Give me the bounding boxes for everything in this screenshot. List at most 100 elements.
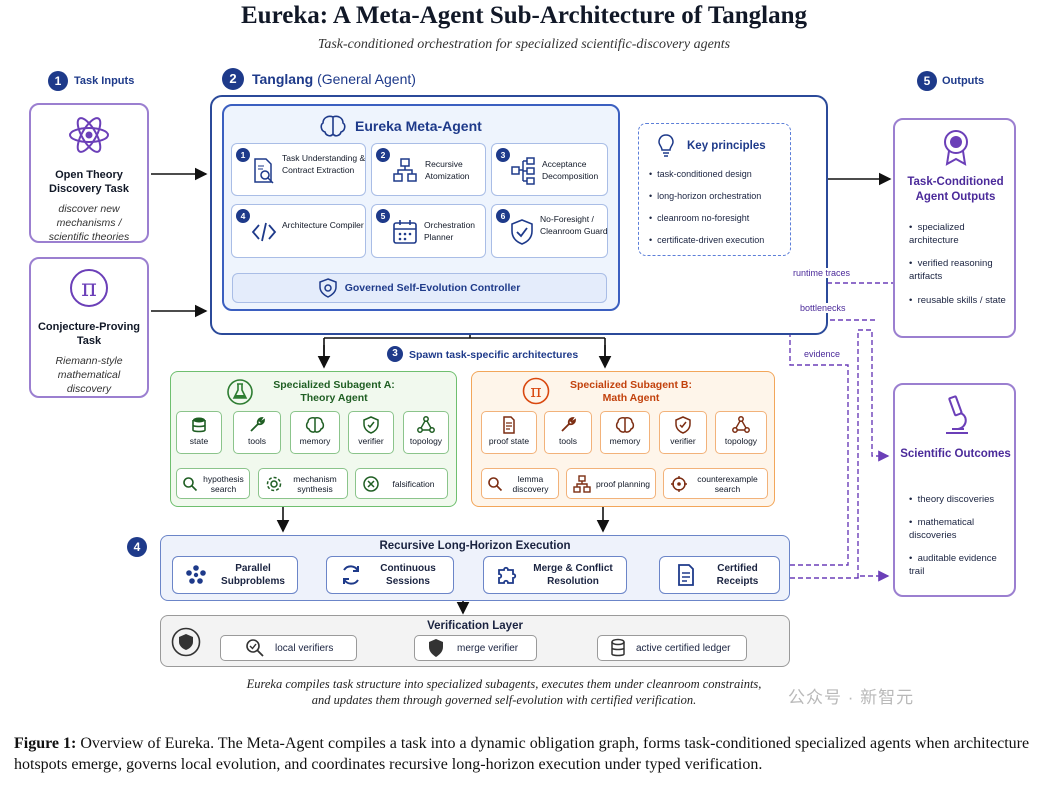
input-title: Conjecture-Proving Task [37, 321, 141, 347]
search-icon [488, 476, 503, 491]
shield-gear-icon [318, 278, 337, 298]
branch-icon [511, 157, 535, 185]
stage-parallel-subproblems: Parallel Subproblems [172, 556, 298, 594]
meta-cell-recursive-atomization: 2 Recursive Atomization [371, 143, 486, 196]
diagram-caption-line-2: and updates them through governed self-e… [311, 693, 697, 707]
hierarchy-icon [393, 158, 417, 182]
controller-label: Governed Self-Evolution Controller [344, 282, 521, 294]
shield-icon [429, 639, 443, 657]
pi-icon: π [522, 377, 550, 405]
meta-cell-number: 1 [236, 148, 250, 162]
tool-memory: memory [290, 411, 340, 454]
meta-cell-label: Acceptance Decomposition [542, 159, 599, 181]
output-item: • reusable skills / state [909, 295, 1006, 306]
meta-cell-architecture-compiler: 4 Architecture Compiler [231, 204, 366, 258]
database-icon [192, 417, 206, 433]
action-label: counterexample search [697, 473, 758, 494]
tool-label: memory [609, 436, 641, 446]
verification-title: Verification Layer [427, 620, 523, 632]
tool-label: verifier [670, 436, 696, 446]
action-falsification: falsification [355, 468, 448, 499]
tool-label: state [189, 436, 209, 446]
step-1-label: Task Inputs [74, 75, 135, 87]
hierarchy-icon [573, 474, 591, 493]
search-icon [183, 476, 198, 491]
dots-cluster-icon [186, 565, 206, 584]
tool-verifier: verifier [348, 411, 394, 454]
tool-tools: tools [544, 411, 592, 454]
award-badge-icon [944, 130, 968, 166]
database-icon [611, 638, 625, 657]
principle-item: • certificate-driven execution [649, 235, 765, 245]
action-label: lemma discovery [512, 473, 549, 494]
code-icon [251, 222, 277, 242]
shield-check-icon [511, 219, 533, 245]
brain-icon [320, 115, 346, 137]
puzzle-icon [498, 566, 517, 584]
receipt-icon [678, 564, 694, 586]
key-principles-box: Key principles • task-conditioned design… [638, 123, 791, 256]
svg-text:π: π [530, 382, 541, 402]
governed-self-evolution-controller: Governed Self-Evolution Controller [232, 273, 607, 303]
tool-label: topology [409, 436, 443, 446]
input-desc: discover new mechanisms / scientific the… [48, 203, 130, 243]
output-item: • mathematical discoveries [909, 517, 975, 541]
step-5-badge: 5 [917, 71, 937, 91]
tool-tools: tools [233, 411, 281, 454]
x-circle-icon [363, 475, 379, 492]
stage-merge-conflict-resolution: Merge & Conflict Resolution [483, 556, 627, 594]
action-counterexample-search: counterexample search [663, 468, 768, 499]
tool-state: state [176, 411, 222, 454]
shield-circle-icon [171, 627, 201, 657]
output-title: Task-Conditioned Agent Outputs [907, 176, 1004, 203]
verifier-merge: merge verifier [414, 635, 537, 661]
step-2-label: Tanglang (General Agent) [252, 71, 416, 87]
tool-verifier: verifier [659, 411, 707, 454]
stage-label: Continuous Sessions [380, 563, 436, 587]
execution-title: Recursive Long-Horizon Execution [379, 540, 571, 552]
output-agent-outputs: Task-Conditioned Agent Outputs • special… [893, 118, 1016, 338]
output-item: • auditable evidence trail [909, 553, 997, 577]
subagent-b-title: Specialized Subagent B:Math Agent [570, 379, 692, 404]
stage-label: Parallel Subproblems [221, 563, 285, 587]
verifier-certified-ledger: active certified ledger [597, 635, 747, 661]
principles-title: Key principles [687, 140, 766, 152]
edge-label-bottlenecks: bottlenecks [800, 303, 846, 313]
pi-icon: π [70, 269, 108, 307]
meta-cell-number: 3 [496, 148, 510, 162]
principle-item: • task-conditioned design [649, 169, 752, 179]
input-conjecture-proving: π Conjecture-Proving Task Riemann-style … [29, 257, 149, 398]
wrench-icon [250, 417, 265, 432]
step-4-badge: 4 [127, 537, 147, 557]
figure-caption-label: Figure 1: [14, 735, 77, 752]
brain-icon [305, 417, 325, 433]
tool-label: tools [248, 436, 266, 446]
diagram-caption-line-1: Eureka compiles task structure into spec… [246, 677, 762, 691]
meta-cell-label: Orchestration Planner [424, 220, 476, 242]
tool-label: proof state [488, 436, 530, 446]
tool-label: topology [724, 436, 758, 446]
action-label: mechanism synthesis [293, 473, 337, 494]
shield-check-icon [363, 416, 379, 434]
output-scientific-outcomes: Scientific Outcomes • theory discoveries… [893, 383, 1016, 597]
stage-certified-receipts: Certified Receipts [659, 556, 780, 594]
input-title: Open Theory Discovery Task [49, 169, 129, 195]
brain-icon [615, 417, 635, 433]
action-mechanism-synthesis: mechanism synthesis [258, 468, 348, 499]
diagram-subtitle: Task-conditioned orchestration for speci… [317, 37, 731, 52]
meta-cell-number: 6 [496, 209, 510, 223]
step-3-label: Spawn task-specific architectures [409, 349, 579, 361]
subagent-a-title: Specialized Subagent A:Theory Agent [273, 379, 395, 404]
action-label: hypothesis search [203, 473, 244, 494]
verifier-label: local verifiers [275, 642, 334, 654]
meta-cell-acceptance-decomposition: 3 Acceptance Decomposition [491, 143, 608, 196]
action-label: falsification [392, 478, 435, 489]
input-desc: Riemann-style mathematical discovery [55, 355, 123, 395]
step-1-badge: 1 [48, 71, 68, 91]
input-theory-discovery: Open Theory Discovery Task discover new … [29, 103, 149, 243]
tool-memory: memory [600, 411, 650, 454]
action-hypothesis-search: hypothesis search [176, 468, 250, 499]
edge-label-evidence: evidence [804, 349, 841, 359]
tool-label: memory [299, 436, 331, 446]
action-label: proof planning [596, 478, 650, 489]
